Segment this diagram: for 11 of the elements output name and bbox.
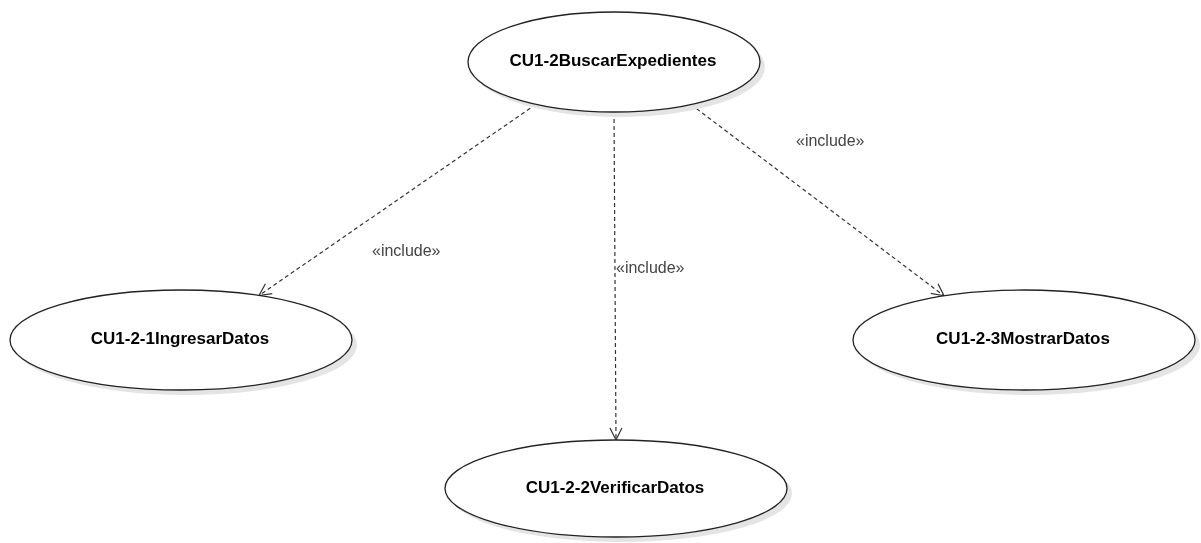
use-case-ellipse [466, 10, 766, 118]
edge-label: «include» [372, 243, 441, 259]
use-case-ellipse [443, 438, 793, 543]
edge-label: «include» [616, 260, 685, 276]
use-case-name: CU1-2-3MostrarDatos [936, 328, 1111, 351]
use-case-name: CU1-2-1IngresarDatos [90, 328, 271, 351]
edge-label: «include» [796, 133, 865, 149]
use-case-ellipse [851, 288, 1201, 396]
use-case-name: CU1-2BuscarExpedientes [509, 50, 718, 73]
use-case-name: CU1-2-2VerificarDatos [525, 476, 706, 499]
use-case-ellipse [8, 288, 358, 396]
